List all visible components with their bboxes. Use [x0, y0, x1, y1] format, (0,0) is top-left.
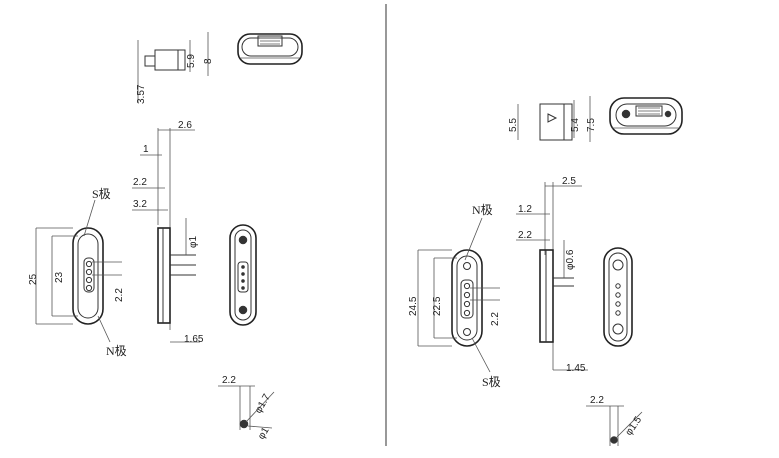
right-front-view	[603, 247, 633, 347]
left-face-h-inner: 23	[54, 271, 65, 283]
right-pin-top: 2.2	[590, 395, 604, 406]
left-profile-d1: 1	[143, 144, 149, 155]
right-profile-view: 2.5 1.2 2.2 φ0.6 1.45	[516, 176, 588, 374]
right-face-view: 2.2 24.5 22.5 N极 S极	[408, 203, 501, 389]
right-iso-view	[609, 97, 683, 135]
left-profile-d2: 2.2	[133, 177, 147, 188]
right-side-view: 5.5 5.4 7.5	[508, 96, 597, 142]
left-profile-pin-dia: φ1	[188, 236, 199, 248]
left-pin-top: 2.2	[222, 375, 236, 386]
left-front-view	[229, 224, 257, 326]
left-face-label-top: S极	[92, 187, 111, 201]
right-side-dim-2: 5.4	[570, 118, 581, 132]
left-face-h-outer: 25	[28, 273, 39, 285]
left-side-dim-2: 5.9	[186, 54, 197, 68]
right-face-label-bottom: S极	[482, 375, 501, 389]
left-iso-view	[237, 33, 303, 65]
right-profile-d2: 2.2	[518, 230, 532, 241]
right-side-dim-1: 5.5	[508, 118, 519, 132]
left-side-dim-3: 8	[203, 58, 214, 64]
right-face-label-top: N极	[472, 203, 493, 217]
right-face-h-outer: 24.5	[408, 296, 419, 316]
left-face-view: 2.2 25 23 S极 N极	[28, 187, 127, 358]
left-profile-view: 2.6 1 2.2 3.2 φ1 1.65	[132, 120, 204, 345]
left-profile-d3: 3.2	[133, 199, 147, 210]
left-pin-detail: 2.2 φ1.7 φ1	[218, 375, 275, 442]
left-profile-bottom: 1.65	[184, 334, 204, 345]
left-pin-d1: φ1.7	[253, 392, 273, 416]
left-side-dim-1: 3.57	[136, 84, 147, 104]
right-profile-d1: 1.2	[518, 204, 532, 215]
right-side-dim-3: 7.5	[586, 118, 597, 132]
right-profile-pin-dia: φ0.6	[565, 249, 576, 270]
right-profile-top: 2.5	[562, 176, 576, 187]
right-profile-bottom: 1.45	[566, 363, 586, 374]
left-face-label-bottom: N极	[106, 344, 127, 358]
left-side-view: 3.57 5.9 8	[136, 32, 214, 104]
right-pin-d1: φ1.5	[623, 414, 644, 437]
left-profile-top: 2.6	[178, 120, 192, 131]
left-face-pitch: 2.2	[114, 288, 125, 302]
left-pin-d2: φ1	[256, 425, 272, 441]
right-pin-detail: 2.2 φ1.5	[586, 395, 644, 446]
right-face-pitch: 2.2	[490, 312, 501, 326]
right-face-h-inner: 22.5	[432, 296, 443, 316]
